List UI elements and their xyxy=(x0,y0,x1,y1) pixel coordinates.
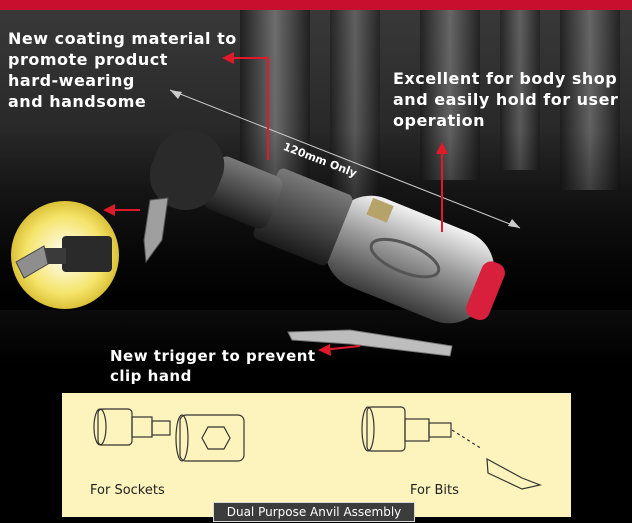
dimension-line xyxy=(169,89,521,229)
anvil-assembly-banner: Dual Purpose Anvil Assembly xyxy=(213,502,415,522)
coating-callout: New coating material to promote product … xyxy=(8,29,237,111)
anvil-closeup-inset xyxy=(11,201,119,309)
bit xyxy=(143,197,169,264)
bits-caption: For Bits xyxy=(410,483,459,498)
trigger-lever xyxy=(287,329,453,357)
body-shop-callout: Excellent for body shop and easily hold … xyxy=(393,69,619,130)
anvil-diagram xyxy=(93,406,543,490)
anvil-assembly-panel xyxy=(62,393,571,517)
top-accent-bar xyxy=(0,0,632,10)
trigger-callout: New trigger to prevent clip hand xyxy=(110,347,316,385)
ratchet-wrench xyxy=(149,130,505,324)
sockets-caption: For Sockets xyxy=(90,483,165,498)
